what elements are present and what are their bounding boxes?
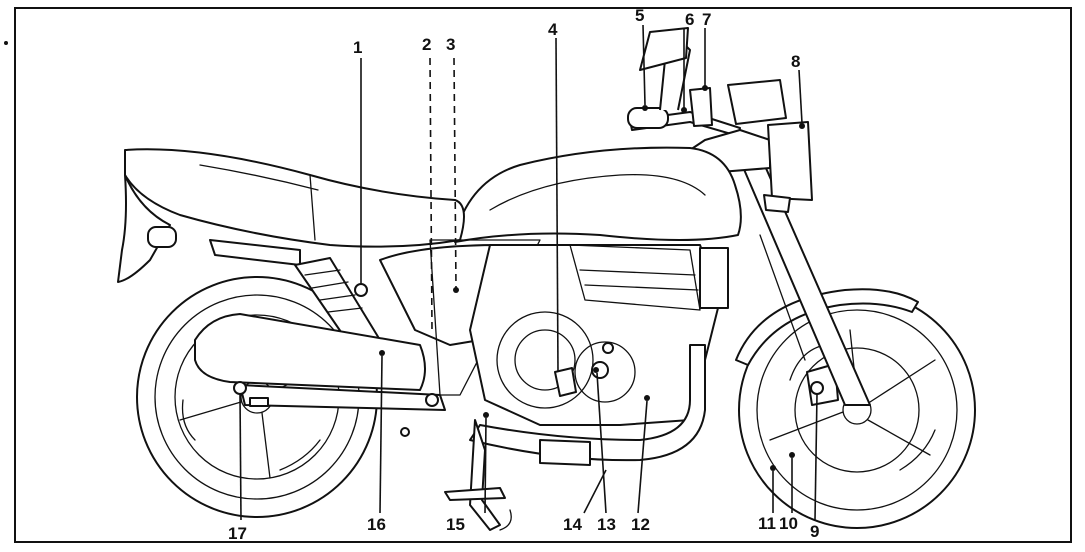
callout-1: 1 [353, 38, 363, 57]
callout-17: 17 [228, 524, 247, 543]
muffler [194, 313, 426, 391]
stray-mark [4, 41, 8, 45]
leader-lines [239, 24, 818, 521]
instrument-cluster [727, 79, 787, 125]
callout-13: 13 [597, 515, 616, 534]
headlight [767, 121, 813, 201]
diagram-border [14, 7, 1072, 543]
callout-4: 4 [548, 20, 558, 39]
callout-8: 8 [791, 52, 801, 71]
engine [469, 244, 729, 426]
tail-cowl [117, 174, 171, 283]
frame-tube [429, 239, 541, 396]
front-fender [735, 288, 919, 366]
fuel-tank [454, 146, 742, 243]
callout-5: 5 [635, 6, 645, 25]
mirror [639, 27, 689, 71]
callout-2: 2 [422, 35, 432, 54]
callout-14: 14 [563, 515, 582, 534]
callout-3: 3 [446, 35, 456, 54]
callout-12: 12 [631, 515, 650, 534]
callout-9: 9 [810, 522, 820, 541]
callout-10: 10 [779, 514, 798, 533]
handlebar-cluster [627, 27, 813, 213]
callout-16: 16 [367, 515, 386, 534]
swingarm [239, 384, 446, 411]
tail-light [147, 226, 177, 248]
callout-15: 15 [446, 515, 465, 534]
callout-7: 7 [702, 10, 712, 29]
front-wheel [738, 291, 976, 529]
callout-11: 11 [758, 514, 776, 533]
callout-6: 6 [685, 10, 695, 29]
